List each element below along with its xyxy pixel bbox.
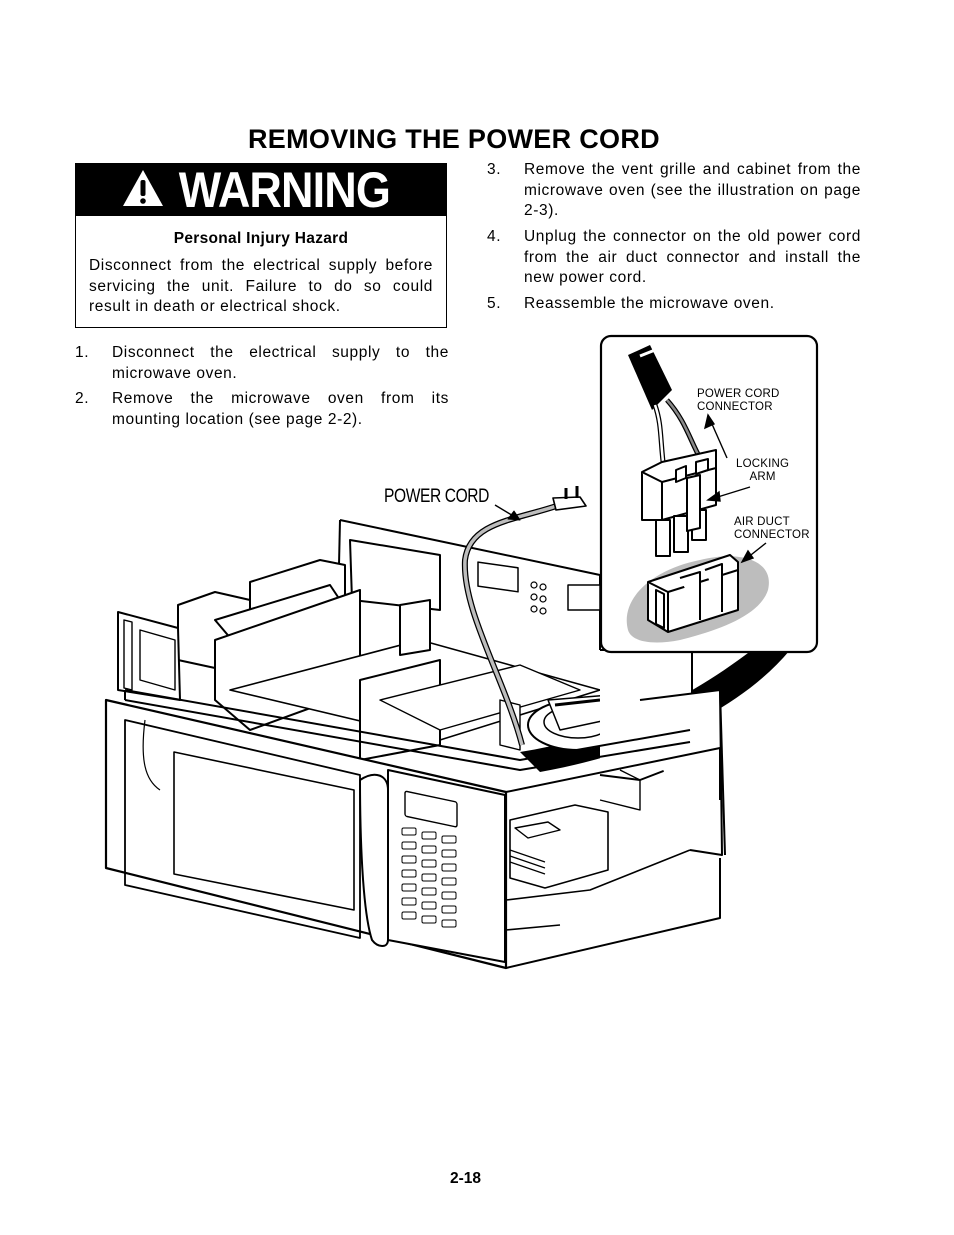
hazard-title: Personal Injury Hazard [173, 230, 349, 247]
step-number: 3. [487, 161, 502, 178]
step-2: 2. Remove the microwave oven from its mo… [75, 389, 449, 430]
callout-line: CONNECTOR [734, 529, 810, 541]
callout-line: AIR DUCT [734, 516, 790, 528]
step-1: 1. Disconnect the electrical supply to t… [75, 343, 449, 384]
step-text: Remove the vent grille and cabinet from … [524, 161, 861, 219]
hazard-text: Disconnect from the electrical supply be… [89, 257, 433, 315]
step-number: 4. [487, 228, 502, 245]
warning-triangle-icon [121, 167, 165, 214]
warning-word: WARNING [178, 162, 390, 218]
callout-line: POWER CORD [697, 388, 780, 400]
callout-air-duct-connector: AIR DUCT CONNECTOR [734, 516, 810, 542]
step-4: 4. Unplug the connector on the old power… [487, 227, 861, 289]
power-cord-label: POWER CORD [384, 486, 489, 507]
callout-line: ARM [749, 471, 776, 483]
callout-line: CONNECTOR [697, 401, 773, 413]
callout-line: LOCKING [736, 458, 790, 470]
step-text: Unplug the connector on the old power co… [524, 228, 861, 286]
step-number: 5. [487, 295, 502, 312]
page-number: 2-18 [450, 1170, 482, 1187]
page-title: REMOVING THE POWER CORD [248, 124, 660, 154]
warning-box: WARNING Personal Injury Hazard Disconnec… [75, 163, 447, 328]
step-number: 1. [75, 344, 90, 361]
callout-locking-arm: LOCKING ARM [736, 458, 789, 484]
connector-detail-illustration [599, 334, 819, 654]
step-5: 5. Reassemble the microwave oven. [487, 294, 861, 315]
step-text: Remove the microwave oven from its mount… [112, 390, 449, 428]
warning-banner: WARNING [76, 164, 446, 216]
callout-power-cord-connector: POWER CORD CONNECTOR [697, 388, 780, 414]
step-text: Disconnect the electrical supply to the … [112, 344, 449, 382]
step-text: Reassemble the microwave oven. [524, 295, 775, 312]
step-number: 2. [75, 390, 90, 407]
step-3: 3. Remove the vent grille and cabinet fr… [487, 160, 861, 222]
